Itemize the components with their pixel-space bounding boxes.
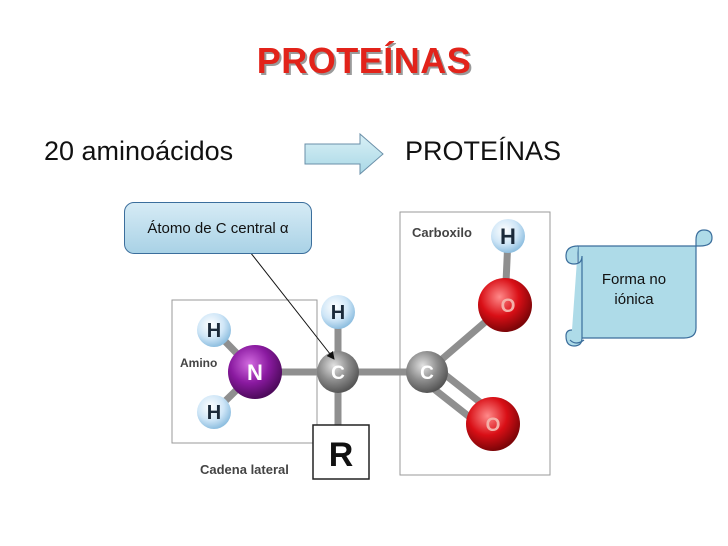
carbon-atom-icon <box>317 351 359 393</box>
amino-label: Amino <box>180 356 217 370</box>
callout-pointer <box>249 251 335 360</box>
scroll-note-line1: Forma no <box>601 271 667 288</box>
atom-label: N <box>247 360 263 385</box>
scroll-banner <box>565 229 713 347</box>
amino-acids-text: 20 aminoácidos <box>44 136 234 166</box>
atom-label: H <box>500 224 516 249</box>
atom-label: H <box>207 402 221 424</box>
carbon-atom-icon <box>406 351 448 393</box>
hydrogen-atom-icon <box>321 295 355 329</box>
hydrogen-atom-icon <box>491 219 525 253</box>
r-group-box <box>312 424 370 480</box>
atom-label: O <box>486 415 501 436</box>
alpha-carbon-callout: Átomo de C central α <box>124 202 312 254</box>
proteins-text: PROTEÍNAS <box>405 136 562 166</box>
oxygen-atom-icon <box>478 278 532 332</box>
atom-label: C <box>331 363 345 384</box>
atom-label: C <box>420 363 434 384</box>
atom-label: H <box>331 302 345 324</box>
atom-label: H <box>207 320 221 342</box>
r-group-label: R <box>329 436 354 474</box>
scroll-note: Forma no iónica <box>588 270 680 310</box>
right-arrow-icon <box>304 132 384 176</box>
carboxyl-label: Carboxilo <box>412 225 472 240</box>
nitrogen-atom-icon <box>228 345 282 399</box>
oxygen-atom-icon <box>466 397 520 451</box>
hydrogen-atom-icon <box>197 313 231 347</box>
side-chain-label: Cadena lateral <box>200 462 289 477</box>
hydrogen-atom-icon <box>197 395 231 429</box>
page-title: PROTEÍNAS <box>256 40 472 81</box>
atom-label: O <box>501 296 516 317</box>
scroll-note-line2: iónica <box>614 291 654 308</box>
